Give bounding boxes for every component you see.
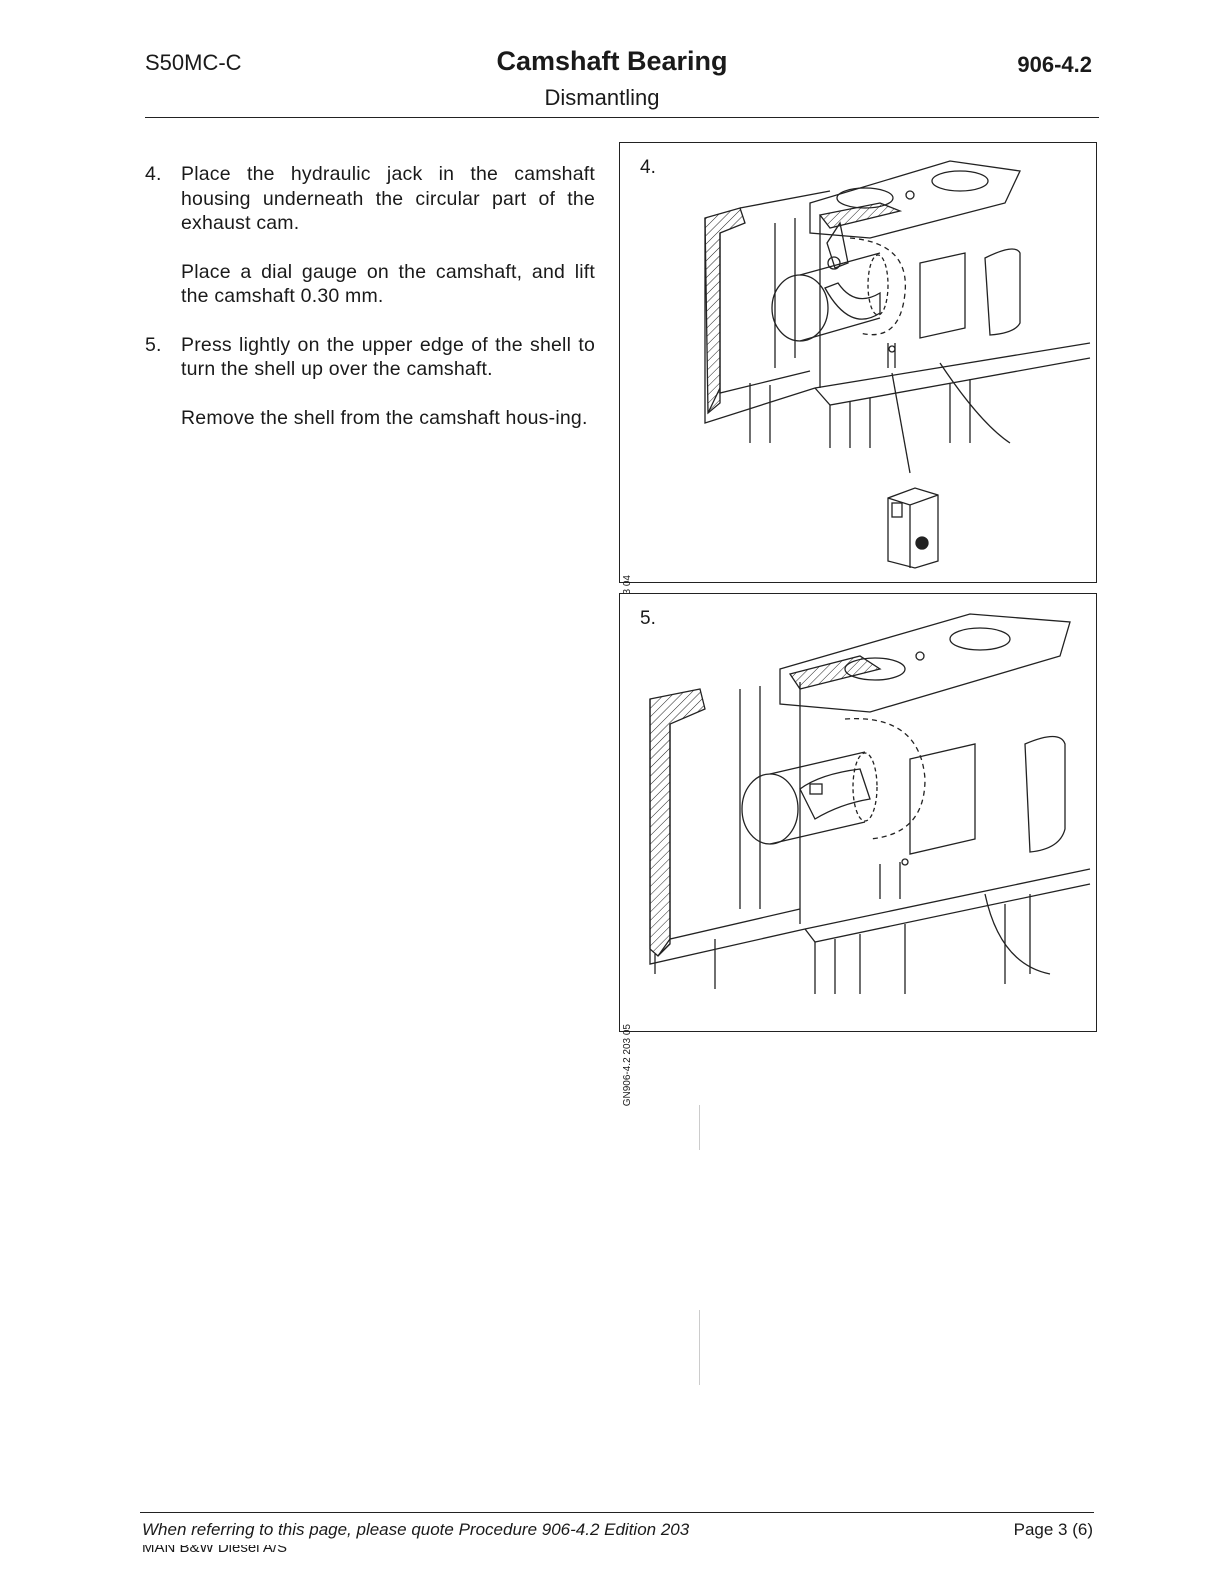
figure-step-4: 4. GN906-4.2 203 04 <box>619 142 1097 657</box>
scan-artifact <box>699 1310 700 1385</box>
step-paragraph: Place the hydraulic jack in the camshaft… <box>181 163 595 234</box>
step-paragraph: Place a dial gauge on the camshaft, and … <box>181 260 595 308</box>
step-number: 4. <box>145 163 162 185</box>
company-name: MAN B&W Diesel A/S <box>142 1545 288 1555</box>
header-divider <box>145 117 1099 118</box>
page-subtitle: Dismantling <box>544 85 660 110</box>
page-title: Camshaft Bearing <box>496 46 728 76</box>
page-number: Page 3 (6) <box>1013 1520 1093 1539</box>
scan-artifact <box>699 1105 700 1150</box>
step-paragraph: Remove the shell from the camshaft hous-… <box>181 406 588 429</box>
figure-label: 5. <box>640 608 656 629</box>
figure-label: 4. <box>640 157 656 178</box>
footer-company: MAN B&W Diesel A/S <box>142 1545 442 1555</box>
step-5: 5. Press lightly on the upper edge of th… <box>145 333 595 431</box>
camshaft-shell-removal-illustration <box>649 613 1091 994</box>
figure-code: GN906-4.2 203 05 <box>622 1024 633 1107</box>
step-paragraph: Press lightly on the upper edge of the s… <box>181 333 595 381</box>
camshaft-housing-jack-illustration <box>704 160 1091 569</box>
procedure-number: 906-4.2 <box>1017 52 1092 77</box>
footer-divider <box>140 1512 1094 1513</box>
instruction-steps: 4. Place the hydraulic jack in the camsh… <box>145 162 595 454</box>
step-4: 4. Place the hydraulic jack in the camsh… <box>145 162 595 309</box>
step-number: 5. <box>145 333 162 356</box>
footer-reference-note: When referring to this page, please quot… <box>142 1520 690 1539</box>
engine-type: S50MC-C <box>145 50 242 75</box>
figure-step-5: 5. GN906-4.2 203 05 <box>619 593 1097 1106</box>
